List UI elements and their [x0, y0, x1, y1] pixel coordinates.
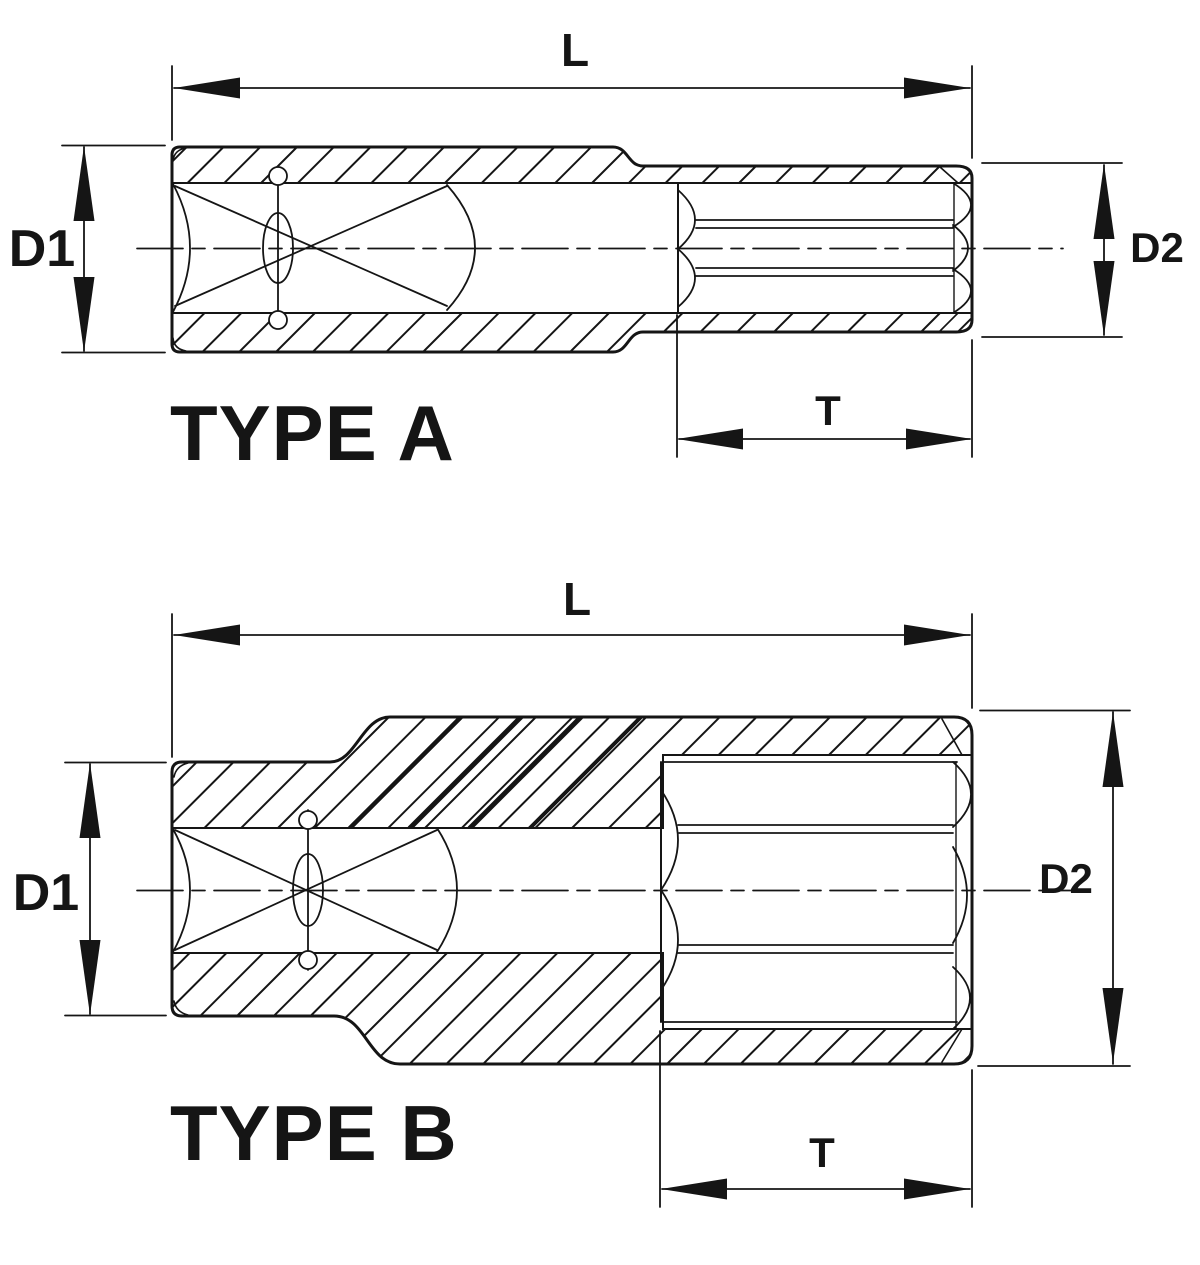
type-b-d2-label: D2: [1039, 855, 1093, 902]
arrow-left-icon: [661, 1178, 727, 1200]
type-b-d2-dimension: [977, 709, 1131, 1067]
type-a-pin-hole-bottom: [268, 310, 288, 330]
arrow-right-icon: [904, 77, 970, 99]
type-a-t-label: T: [815, 387, 841, 434]
type-b-corner-chamfers: [173, 718, 963, 1063]
arrow-left-icon: [174, 77, 240, 99]
type-b-view: L D1 D2 T TYPE B: [13, 573, 1131, 1208]
type-a-t-dimension: [676, 314, 973, 458]
arrow-up-icon: [79, 763, 101, 838]
arrow-up-icon: [73, 146, 95, 221]
arrow-down-icon: [1093, 261, 1115, 336]
arrow-down-icon: [79, 940, 101, 1015]
type-a-d1-dimension: [61, 144, 166, 354]
type-a-length-dimension: [171, 65, 973, 159]
type-b-drive-bore: [660, 761, 972, 1030]
type-a-outer-outline: [170, 145, 974, 354]
arrow-up-icon: [1102, 712, 1124, 787]
arrow-left-icon: [174, 624, 240, 646]
type-b-length-label: L: [563, 573, 591, 625]
type-a-pin-hole-top: [268, 166, 288, 186]
arrow-down-icon: [73, 277, 95, 352]
type-b-d1-dimension: [64, 761, 167, 1017]
arrow-right-icon: [904, 1178, 970, 1200]
arrow-left-icon: [677, 428, 743, 450]
type-b-pin-hole-top: [298, 810, 318, 830]
type-b-t-dimension: [659, 1030, 973, 1208]
type-a-corner-chamfers: [172, 147, 959, 352]
type-b-length-dimension: [171, 613, 973, 758]
type-b-upper-wall-hatch: [171, 716, 973, 829]
type-a-title: TYPE A: [170, 389, 455, 477]
type-b-outer-outline: [170, 715, 974, 1066]
type-a-d2-label: D2: [1130, 224, 1184, 271]
arrow-up-icon: [1093, 164, 1115, 239]
arrow-down-icon: [1102, 988, 1124, 1063]
type-b-lower-wall-hatch: [171, 952, 973, 1065]
type-b-bold-hatch-lines: [347, 717, 643, 828]
type-b-title: TYPE B: [170, 1089, 458, 1177]
type-a-d1-label: D1: [9, 220, 75, 278]
type-a-length-label: L: [561, 24, 589, 76]
type-a-d2-dimension: [981, 162, 1123, 338]
type-b-pin-hole-bottom: [298, 950, 318, 970]
arrow-right-icon: [904, 624, 970, 646]
type-a-view: L D1 D2 T TYPE A: [9, 24, 1184, 477]
type-b-t-label: T: [809, 1129, 835, 1176]
type-b-d1-label: D1: [13, 864, 79, 922]
arrow-right-icon: [906, 428, 972, 450]
